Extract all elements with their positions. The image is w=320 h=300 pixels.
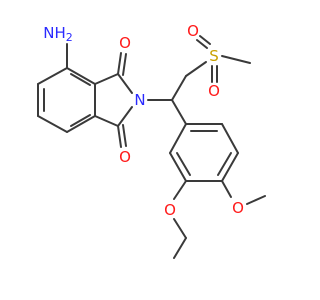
methoxy-group [221, 180, 266, 205]
aryl-ring [169, 123, 239, 182]
imide-ring [94, 73, 133, 127]
imide-nitrogen-label: N [134, 91, 145, 109]
benzo-ring [37, 67, 96, 133]
sulfur-label: S [209, 47, 219, 65]
sulfonylmethyl-chain [171, 35, 251, 101]
amine-label: NH2 [43, 24, 73, 44]
carbonyl-oxygen-bottom-label: O [119, 148, 131, 166]
carbonyl-bonds [117, 52, 127, 148]
sulfonyl-oxygen-bottom-label: O [208, 82, 220, 100]
ch-aryl-bond [171, 99, 187, 125]
methoxy-oxygen-label: O [232, 199, 244, 217]
ethoxy-oxygen-label: O [164, 201, 176, 219]
sulfonyl-oxygen-left-label: O [187, 22, 199, 40]
molecule-structure: NH2 N O O S O O O O [37, 22, 266, 259]
ethoxy-group [173, 180, 187, 259]
carbonyl-oxygen-top-label: O [119, 34, 131, 52]
